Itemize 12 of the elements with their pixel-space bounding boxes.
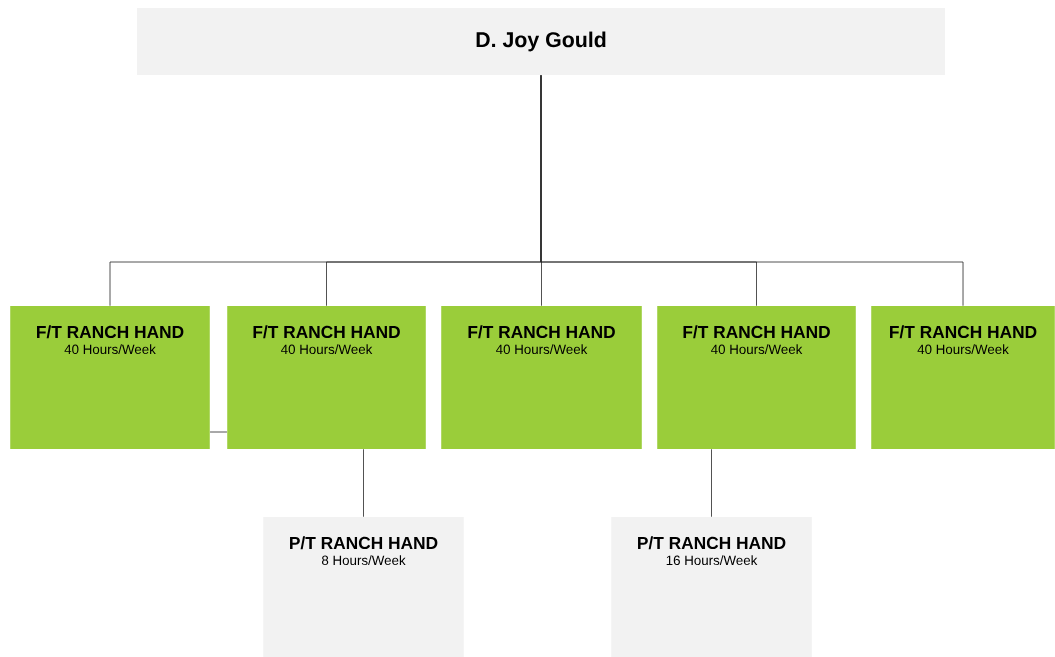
name-box: D. Joy Gould [137,8,945,75]
connector-line [540,74,964,307]
connector-line [711,448,712,518]
role-box: F/T RANCH HAND 40 Hours/Week [441,306,642,449]
role-box: F/T RANCH HAND 40 Hours/Week [10,306,210,449]
connector-line [363,448,364,518]
role-box: F/T RANCH HAND 40 Hours/Week [871,306,1055,449]
role-box: F/T RANCH HAND 40 Hours/Week [227,306,426,449]
role-box: P/T RANCH HAND 16 Hours/Week [611,517,812,657]
role-box: P/T RANCH HAND 8 Hours/Week [263,517,464,657]
role-box: F/T RANCH HAND 40 Hours/Week [657,306,856,449]
connector-line [209,431,228,433]
